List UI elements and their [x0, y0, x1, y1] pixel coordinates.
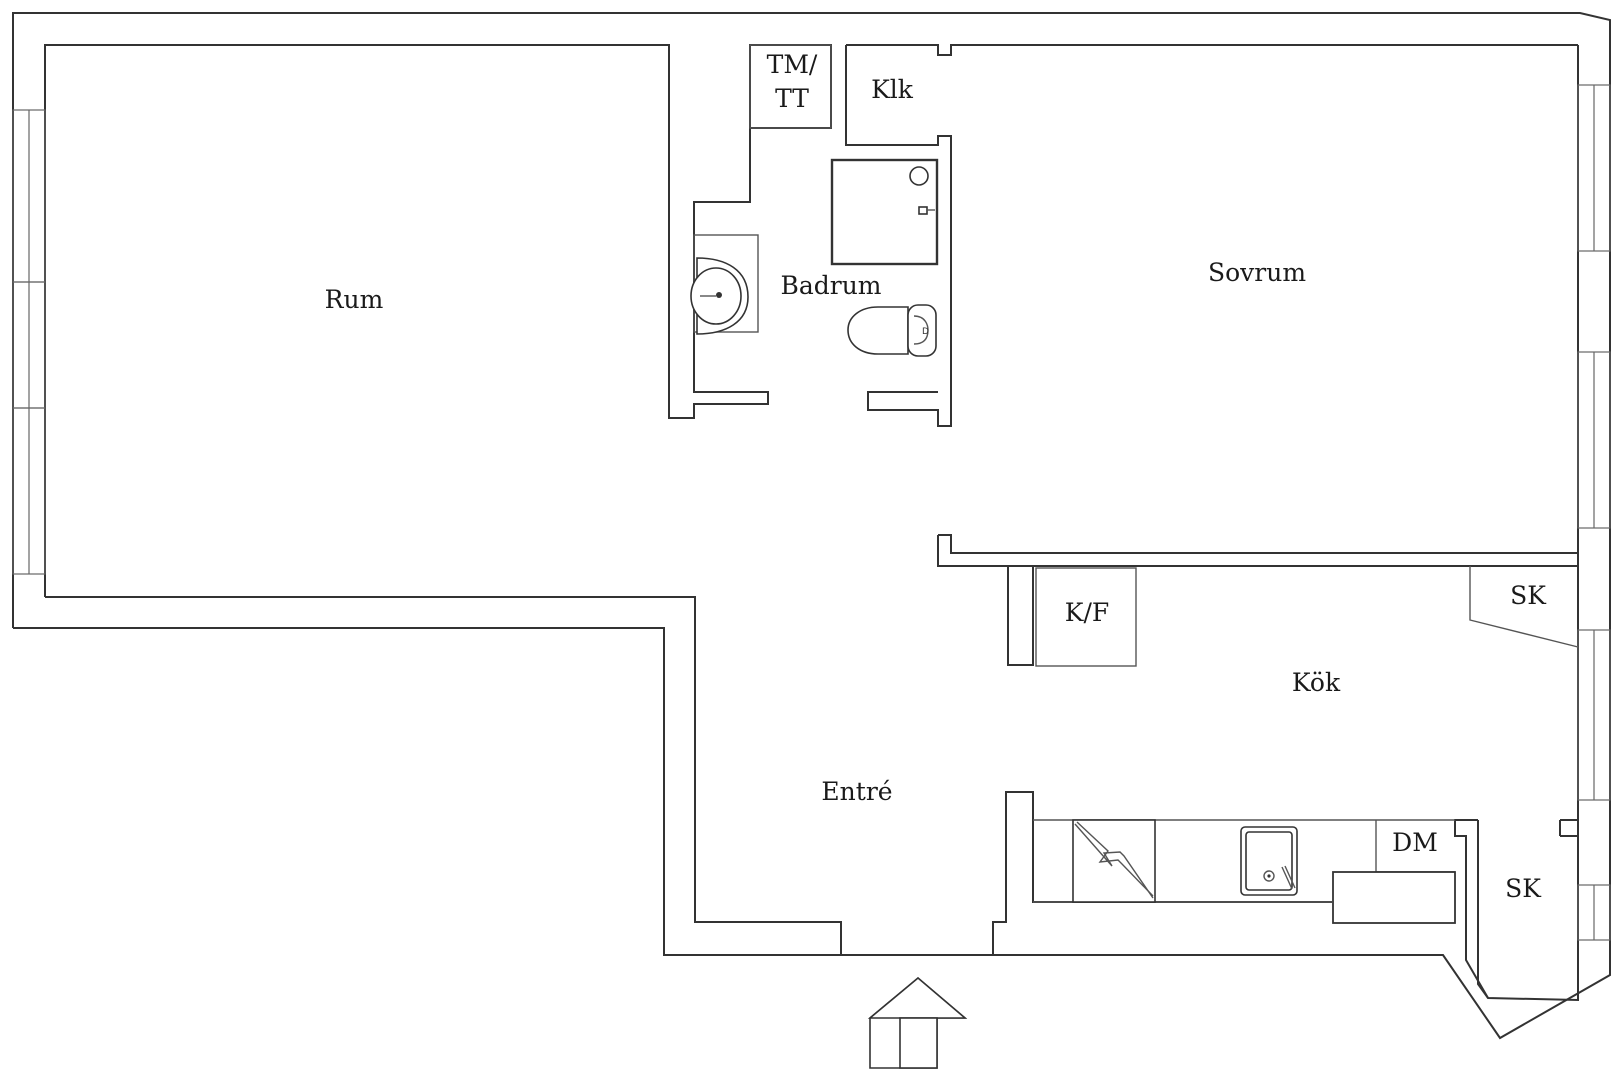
label-tm-tt-2: TT	[775, 84, 809, 113]
label-tm-tt-1: TM/	[767, 50, 818, 79]
counter-block	[1332, 871, 1456, 924]
label-kf: K/F	[1065, 598, 1109, 627]
svg-text:D: D	[922, 327, 929, 337]
partition-kok-top	[937, 535, 1578, 567]
washbasin-icon	[690, 234, 759, 335]
kitchen-fixtures	[1033, 819, 1456, 924]
inner-wall-bottom-left	[45, 596, 842, 955]
outer-wall-outline	[12, 12, 1611, 1040]
inner-wall-right	[1477, 45, 1579, 1002]
toilet-icon: D	[847, 304, 937, 357]
label-kok: Kök	[1292, 668, 1341, 697]
label-sk-top: SK	[1510, 581, 1547, 610]
stove-icon	[1072, 819, 1156, 903]
kf-wall	[1007, 566, 1034, 666]
bathroom-fixtures: D	[690, 44, 939, 357]
label-klk: Klk	[871, 75, 914, 104]
inner-wall-top-right	[845, 45, 952, 427]
outer-walls	[12, 12, 1611, 1040]
label-sk-bottom: SK	[1505, 874, 1542, 903]
shower-icon	[830, 158, 939, 266]
label-rum: Rum	[325, 285, 384, 314]
entrance-arrow-head	[867, 976, 968, 1019]
label-dm: DM	[1392, 828, 1438, 857]
tm-tt-box	[749, 44, 832, 129]
inner-wall-top-right-2	[846, 44, 1578, 56]
sk-top-closet	[1469, 566, 1579, 648]
room-labels: Rum TM/ TT Klk Badrum Sovrum K/F SK Kök …	[325, 50, 1548, 903]
label-entre: Entré	[821, 777, 892, 806]
label-sovrum: Sovrum	[1208, 258, 1306, 287]
partition-sovrum-kok	[938, 534, 1578, 554]
windows	[12, 84, 1611, 941]
kitchen-sink-icon	[1240, 826, 1298, 896]
entrance-arrow-shaft	[899, 1017, 938, 1069]
label-badrum: Badrum	[780, 271, 881, 300]
sk-bottom-closet	[1454, 819, 1489, 999]
kf-box	[1035, 567, 1137, 667]
